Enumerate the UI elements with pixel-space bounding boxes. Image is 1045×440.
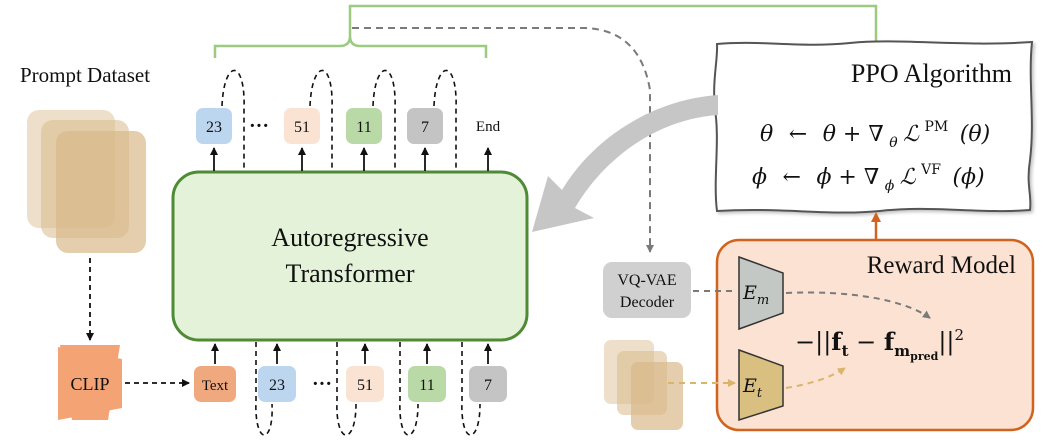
prompt-dataset: Prompt Dataset	[20, 63, 150, 253]
em-label: Em	[742, 282, 769, 308]
transformer-label-line2: Transformer	[285, 259, 414, 288]
transformer-box	[171, 170, 529, 342]
input-feedback-loops	[255, 342, 481, 436]
vqvae-label-line2: Decoder	[620, 294, 675, 311]
reward-model: Reward Model Em Et −||ft − fmpred||2	[715, 238, 1035, 432]
output-tokens: 23 ··· 51 11 7 End	[196, 108, 501, 144]
input-tokens: Text 23 ··· 51 11 7	[194, 366, 507, 402]
input-token: 51	[346, 366, 384, 402]
input-token-label: Text	[202, 378, 229, 394]
et-label: Et	[742, 375, 763, 401]
em-to-formula-arrow	[785, 291, 931, 319]
reward-formula: −||ft − fmpred||2	[795, 326, 964, 363]
input-token: 7	[469, 366, 507, 402]
output-token-ellipsis: ···	[249, 115, 269, 137]
input-token-label: 23	[269, 377, 285, 394]
vqvae-decoder: VQ-VAE Decoder	[603, 262, 691, 318]
input-token: 11	[408, 366, 446, 402]
output-token-label: 23	[206, 119, 222, 136]
input-token-label: 51	[357, 377, 373, 394]
reward-model-box	[715, 238, 1035, 432]
vqvae-label-line1: VQ-VAE	[617, 272, 676, 289]
text-encoder-et	[738, 348, 784, 422]
ppo-update-arrow	[532, 95, 718, 232]
input-token-text: Text	[194, 366, 236, 402]
clip-encoder: CLIP	[58, 345, 122, 420]
prompt-dataset-label: Prompt Dataset	[20, 63, 150, 87]
autoregressive-transformer: Autoregressive Transformer	[171, 170, 529, 342]
input-token-label: 7	[484, 377, 492, 394]
ppo-equation-2: ϕ ← ϕ + ∇ ϕ ℒ VF (ϕ)	[752, 154, 985, 195]
input-token-label: 11	[419, 377, 434, 394]
clip-label: CLIP	[70, 374, 109, 394]
input-arrows	[211, 343, 492, 364]
output-token-label: 51	[294, 119, 310, 136]
vqvae-box	[603, 262, 691, 318]
reward-model-title: Reward Model	[867, 252, 1016, 279]
et-to-formula-arrow	[785, 367, 846, 389]
output-token: 7	[407, 108, 443, 144]
output-feedback-loops	[221, 69, 457, 170]
ppo-box	[713, 40, 1034, 214]
ppo-equation-1: θ ← θ + ∇ θ ℒ PM (θ)	[760, 111, 990, 152]
output-token-label: 7	[421, 119, 429, 136]
image-encoder-em	[738, 255, 784, 331]
output-token: 11	[346, 108, 382, 144]
prompt-card-front	[56, 131, 146, 253]
ppo-algorithm: PPO Algorithm θ ← θ + ∇ θ ℒ PM (θ) ϕ ← ϕ…	[713, 40, 1034, 214]
input-token-ellipsis: ···	[312, 373, 332, 395]
output-token-label: 11	[356, 119, 371, 136]
output-token: 51	[284, 108, 320, 144]
ppo-title: PPO Algorithm	[851, 59, 1012, 88]
prompt-image-stack	[604, 340, 683, 430]
input-token: 23	[258, 366, 296, 402]
tokens-to-vqvae-arrow	[352, 27, 654, 253]
output-token: 23	[196, 108, 232, 144]
token-sequence-bracket	[213, 4, 878, 58]
output-token-end: End	[476, 119, 501, 135]
transformer-label-line1: Autoregressive	[271, 223, 428, 252]
output-arrows	[210, 147, 492, 171]
